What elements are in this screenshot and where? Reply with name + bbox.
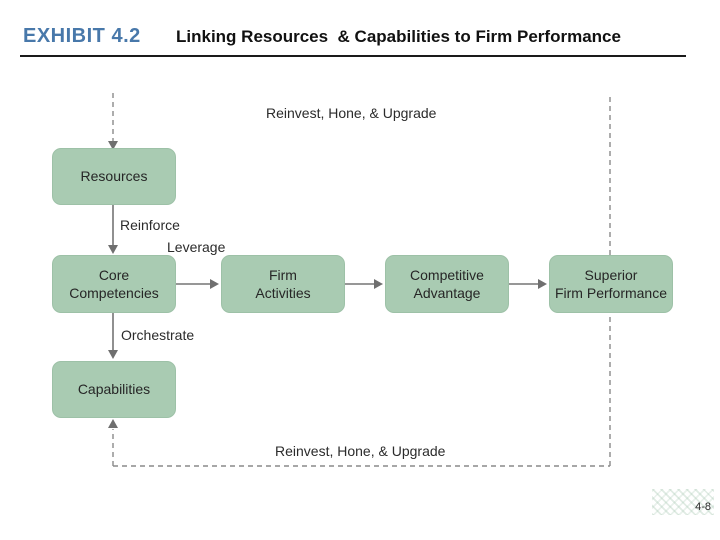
- node-superior-firm-performance-label: Superior Firm Performance: [554, 266, 668, 301]
- node-superior-firm-performance: Superior Firm Performance: [549, 255, 673, 313]
- edge-label-orchestrate: Orchestrate: [121, 327, 195, 343]
- edge-label-feedback-top: Reinvest, Hone, & Upgrade: [266, 105, 437, 121]
- arrowhead-into-capabilities: [108, 419, 118, 428]
- header-rule: [20, 55, 686, 57]
- slide-title: Linking Resources & Capabilities to Firm…: [176, 27, 621, 46]
- edge-label-leverage: Leverage: [167, 239, 226, 255]
- edge-label-reinforce: Reinforce: [120, 217, 180, 233]
- node-firm-activities-label: Firm Activities: [255, 266, 311, 301]
- exhibit-label: EXHIBIT 4.2: [23, 25, 141, 47]
- arrowhead-firm-to-advantage: [374, 279, 383, 289]
- arrowhead-core-to-firm: [210, 279, 219, 289]
- node-resources: Resources: [52, 148, 176, 205]
- arrowhead-into-resources: [108, 141, 118, 150]
- edge-label-feedback-bottom: Reinvest, Hone, & Upgrade: [275, 443, 446, 459]
- node-capabilities: Capabilities: [52, 361, 176, 418]
- arrowhead-core-to-capabilities: [108, 350, 118, 359]
- node-competitive-advantage-label: Competitive Advantage: [410, 266, 484, 301]
- node-core-competencies: Core Competencies: [52, 255, 176, 313]
- node-competitive-advantage: Competitive Advantage: [385, 255, 509, 313]
- node-capabilities-label: Capabilities: [77, 381, 151, 398]
- node-firm-activities: Firm Activities: [221, 255, 345, 313]
- corner-watermark: [652, 489, 714, 515]
- node-resources-label: Resources: [80, 168, 148, 185]
- node-core-competencies-label: Core Competencies: [69, 266, 159, 301]
- page-number: 4-8: [695, 501, 711, 513]
- arrowhead-resources-to-core: [108, 245, 118, 254]
- arrowhead-advantage-to-superior: [538, 279, 547, 289]
